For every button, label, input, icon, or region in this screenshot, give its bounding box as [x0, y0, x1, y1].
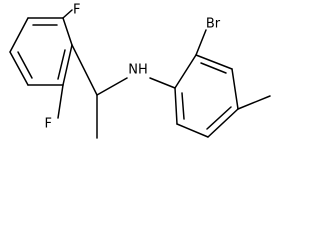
- bond-c-br: [195, 29, 207, 56]
- fluorine-top-label: F: [73, 3, 80, 18]
- bond: [174, 54, 197, 89]
- bond: [62, 44, 73, 86]
- bond: [195, 54, 233, 70]
- bond: [9, 17, 29, 53]
- molecule-diagram: F F NH Br: [9, 2, 271, 139]
- bond-c-f-top: [62, 9, 73, 19]
- difluorophenyl-ring: [9, 17, 73, 86]
- double-bond-inner: [181, 92, 185, 120]
- bond: [62, 17, 73, 46]
- bond-c-f-bottom: [57, 84, 64, 119]
- fluorine-bottom-label: F: [45, 117, 52, 132]
- double-bond-inner: [17, 51, 33, 79]
- bromomethylphenyl-ring: [174, 54, 239, 138]
- double-bond-inner: [206, 106, 232, 130]
- bond-ch-nh: [96, 77, 128, 96]
- bond: [9, 51, 29, 86]
- bond: [207, 108, 239, 138]
- bond: [176, 123, 209, 138]
- amine-label: NH: [128, 63, 148, 78]
- bond: [174, 87, 178, 125]
- bromine-label: Br: [206, 17, 221, 32]
- bond-nh-ring: [149, 77, 176, 89]
- double-bond-inner: [200, 62, 227, 74]
- bond: [231, 68, 239, 110]
- bond-ring-methyl: [237, 95, 271, 110]
- bond-ring-ch: [71, 44, 98, 96]
- double-bond-inner: [57, 49, 66, 80]
